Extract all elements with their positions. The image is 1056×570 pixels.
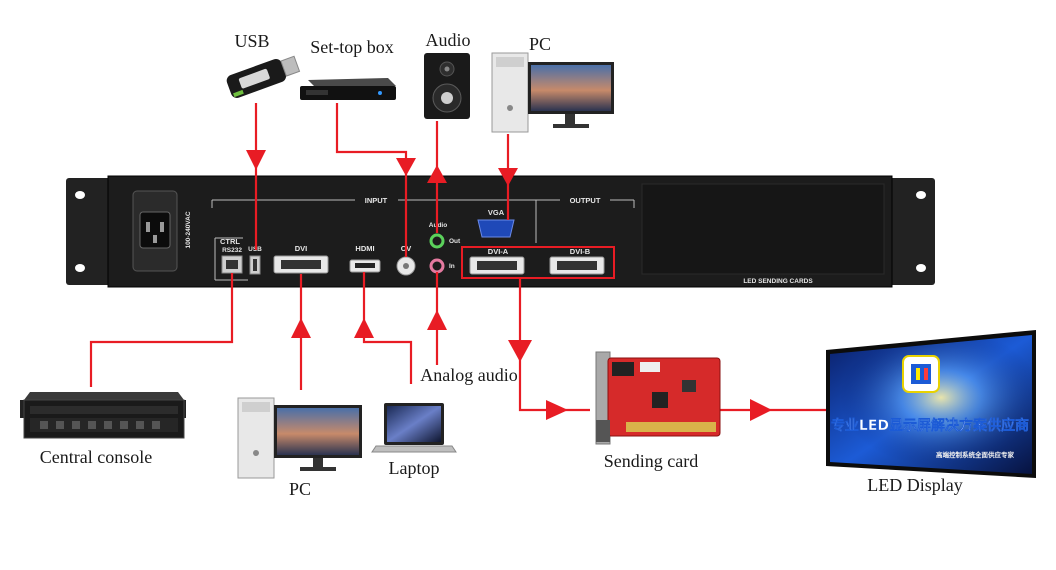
speaker-icon bbox=[424, 53, 470, 119]
audio-in-label: In bbox=[449, 263, 455, 270]
video-processor-panel: 100-240VAC INPUT OUTPUT CTRL RS232 USB D… bbox=[66, 175, 935, 288]
output-highlight-box bbox=[461, 246, 615, 279]
led-display-label: LED Display bbox=[867, 475, 962, 495]
central-console-label: Central console bbox=[40, 447, 152, 467]
led-screen-subline: 高端控制系统全面供应专家 bbox=[936, 450, 1015, 459]
dvi-input-label: DVI bbox=[295, 244, 308, 253]
audio-in-jack[interactable] bbox=[429, 258, 445, 274]
audio-label: Audio bbox=[426, 30, 471, 50]
pc-bottom-label: PC bbox=[289, 479, 311, 499]
ctrl-label: CTRL bbox=[220, 237, 240, 246]
audio-out-jack[interactable] bbox=[429, 233, 445, 249]
rs232-label: RS232 bbox=[222, 247, 242, 254]
sending-card-label: Sending card bbox=[604, 451, 698, 471]
power-inlet-icon bbox=[132, 190, 178, 272]
pc-bottom-icon bbox=[237, 397, 362, 479]
vga-port[interactable] bbox=[477, 219, 515, 238]
output-label: OUTPUT bbox=[570, 196, 601, 205]
set-top-box-label: Set-top box bbox=[310, 37, 394, 57]
dvi-a-label: DVI-A bbox=[488, 247, 509, 256]
usb-stick-icon bbox=[226, 55, 301, 98]
central-console-icon bbox=[20, 392, 186, 439]
laptop-label: Laptop bbox=[389, 458, 440, 478]
vga-label: VGA bbox=[488, 208, 505, 217]
led-screen-headline: 专业LED显示屏解决方案供应商 bbox=[831, 417, 1029, 434]
input-label: INPUT bbox=[365, 196, 388, 205]
pc-top-icon bbox=[491, 52, 614, 133]
dvi-b-label: DVI-B bbox=[570, 247, 591, 256]
usb-label: USB bbox=[234, 31, 269, 51]
laptop-icon bbox=[371, 403, 457, 453]
power-rating-label: 100-240VAC bbox=[185, 211, 192, 248]
led-sending-cards-label: LED SENDING CARDS bbox=[743, 278, 813, 285]
sending-card-icon bbox=[595, 351, 721, 445]
led-display-icon: 专业LED显示屏解决方案供应商 高端控制系统全面供应专家 bbox=[826, 330, 1036, 478]
connection-wires bbox=[89, 103, 830, 421]
set-top-box-icon bbox=[300, 78, 396, 100]
analog-audio-label: Analog audio bbox=[420, 365, 517, 385]
pc-top-label: PC bbox=[529, 34, 551, 54]
audio-out-label: Out bbox=[449, 238, 461, 245]
hdmi-label: HDMI bbox=[355, 244, 374, 253]
